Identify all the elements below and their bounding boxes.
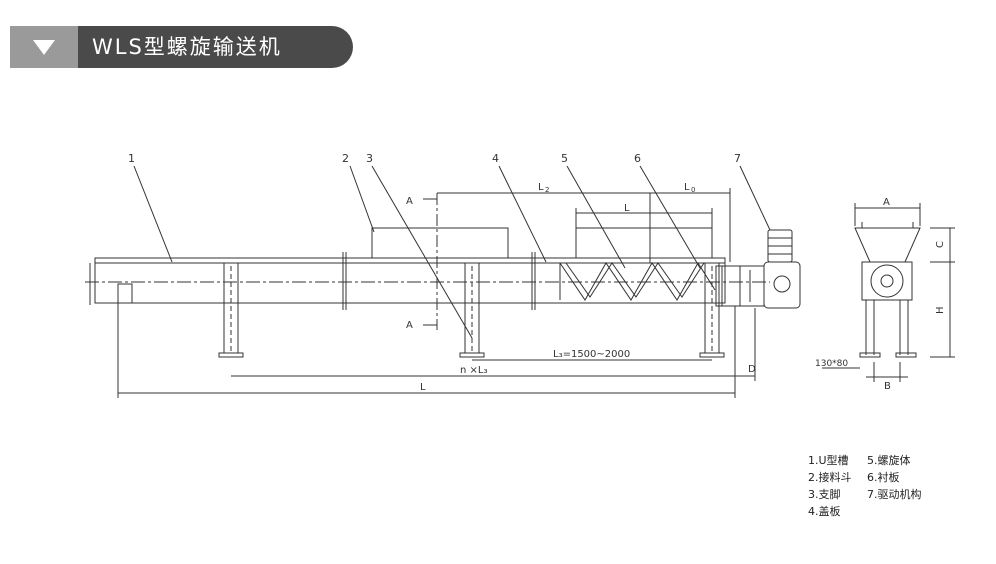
legend-row: 2.接料斗 6.衬板 (808, 469, 922, 486)
dimension-labels: A A L 2 L 0 L L₃=1500~2000 n ×L₃ D L A C… (406, 182, 946, 393)
section-line (423, 193, 438, 330)
drive-unit (715, 229, 801, 309)
label-L2-sub: 2 (545, 186, 549, 194)
label-L0-sub: 0 (691, 186, 695, 194)
page-title: WLS型螺旋输送机 (92, 35, 282, 59)
legend-row: 1.U型槽 5.螺旋体 (808, 452, 922, 469)
label-side-foot: 130*80 (815, 359, 848, 369)
label-side-C: C (935, 241, 946, 248)
dimension-lines-top (437, 188, 731, 263)
callout-4: 4 (492, 152, 499, 165)
leader-lines (133, 165, 771, 339)
legend-item: 4.盖板 (808, 505, 841, 518)
label-L3-range: L₃=1500~2000 (553, 349, 630, 360)
callout-3: 3 (366, 152, 373, 165)
callout-labels: 1 2 3 4 5 6 7 (128, 152, 741, 165)
callout-2: 2 (342, 152, 349, 165)
triangle-down-icon (33, 40, 55, 55)
callout-5: 5 (561, 152, 568, 165)
label-D: D (748, 364, 756, 375)
support-legs (218, 262, 725, 358)
legend-row: 3.支脚 7.驱动机构 (808, 486, 922, 503)
callout-7: 7 (734, 152, 741, 165)
legend: 1.U型槽 5.螺旋体 2.接料斗 6.衬板 3.支脚 7.驱动机构 4.盖板 (808, 452, 922, 520)
callout-6: 6 (634, 152, 641, 165)
legend-item: 1.U型槽 (808, 454, 849, 467)
label-n-L3: n ×L₃ (460, 365, 487, 376)
section-view (822, 203, 955, 382)
label-L: L (624, 203, 630, 214)
label-total-L: L (420, 382, 426, 393)
label-L2: L (538, 182, 544, 193)
legend-item: 3.支脚 (808, 488, 841, 501)
legend-item: 6.衬板 (867, 471, 900, 484)
label-side-H: H (935, 306, 946, 314)
screw-helix (559, 262, 716, 301)
legend-item: 2.接料斗 (808, 471, 852, 484)
label-side-A: A (883, 197, 890, 208)
flanges (342, 252, 536, 310)
label-side-B: B (884, 381, 891, 392)
legend-row: 4.盖板 (808, 503, 922, 520)
inlet-hopper (371, 227, 713, 259)
callout-1: 1 (128, 152, 135, 165)
legend-item: 5.螺旋体 (867, 454, 911, 467)
legend-item: 7.驱动机构 (867, 488, 922, 501)
dimension-lines-bottom (117, 303, 756, 398)
label-A-top: A (406, 196, 413, 207)
label-A-bottom: A (406, 320, 413, 331)
label-L0: L (684, 182, 690, 193)
